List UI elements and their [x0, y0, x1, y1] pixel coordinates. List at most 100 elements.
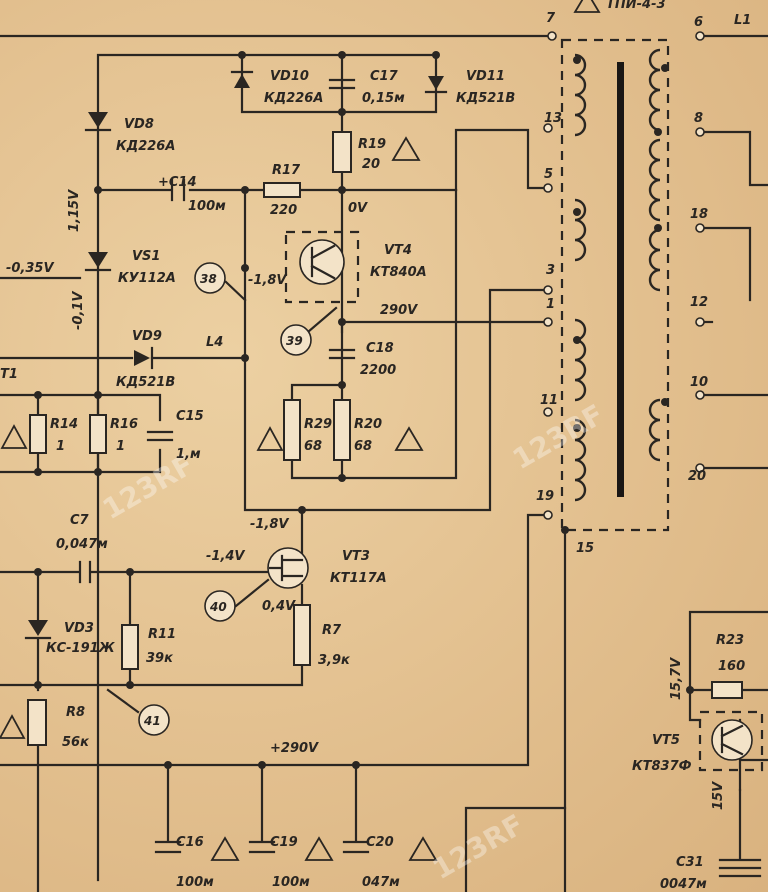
ref-l1: L1 — [734, 13, 751, 28]
warning-icon — [256, 426, 284, 451]
watermark-text-label: 123RF — [507, 398, 609, 476]
pins-p13-label: 13 — [544, 111, 562, 126]
labels-c20_val-label: 047м — [362, 875, 400, 890]
labels-r19-label: R19 — [358, 137, 386, 152]
pins-p3-label: 3 — [546, 263, 555, 278]
warning-icon — [408, 836, 438, 861]
labels-v157-label: 15,7V — [669, 657, 684, 700]
transformer-tpi — [560, 38, 670, 532]
callouts-c38-label: 38 — [200, 272, 217, 286]
labels-vt5_type-label: КТ837Ф — [632, 759, 692, 774]
labels-c15-label: C15 — [176, 409, 204, 424]
pins-p10-label: 10 — [690, 375, 708, 390]
junction-dots — [34, 51, 694, 769]
transformer-title: ТПИ-4-3 — [606, 0, 666, 12]
labels-r7_val-label: 3,9к — [318, 653, 351, 668]
watermark-text-label: 123RF — [427, 808, 529, 886]
labels-vm01-label: -0,1V — [71, 291, 86, 330]
labels-r11-label: R11 — [148, 627, 176, 642]
pins-p7-label: 7 — [546, 11, 556, 26]
labels-c14-label: +C14 — [158, 175, 197, 190]
callouts-c40-label: 40 — [209, 600, 227, 614]
labels-c7-label: C7 — [70, 513, 90, 528]
labels-vd3-label: VD3 — [64, 621, 94, 636]
labels-t1-label: T1 — [0, 367, 18, 382]
labels-vt3-label: VT3 — [342, 549, 370, 564]
labels-c16-label: C16 — [176, 835, 204, 850]
labels-v290-label: 290V — [380, 303, 418, 318]
labels-vs1_type-label: КУ112А — [118, 271, 176, 286]
warning-triangles — [0, 0, 601, 861]
pins-p15-label: 15 — [576, 541, 594, 556]
warning-icon — [304, 836, 334, 861]
pins-p18-label: 18 — [690, 207, 708, 222]
warning-icon — [394, 426, 424, 451]
warning-icon — [573, 0, 601, 13]
labels-c19-label: C19 — [270, 835, 298, 850]
labels-vs1-label: VS1 — [132, 249, 160, 264]
pins-p19-label: 19 — [536, 489, 554, 504]
labels-r17-label: R17 — [272, 163, 301, 178]
labels-r23_val-label: 160 — [718, 659, 745, 674]
warning-icon — [391, 136, 421, 161]
labels-vm18-label: -1,8V — [248, 273, 287, 288]
components — [24, 70, 764, 878]
pins-p6-label: 6 — [694, 15, 703, 30]
labels-c19_val-label: 100м — [272, 875, 310, 890]
labels-r23-label: R23 — [716, 633, 744, 648]
pins-p1-label: 1 — [546, 297, 555, 312]
pins-p8-label: 8 — [694, 111, 703, 126]
labels-c17-label: C17 — [370, 69, 399, 84]
pins-p11-label: 11 — [540, 393, 558, 408]
labels-r14_val-label: 1 — [56, 439, 65, 454]
labels-r29_val-label: 68 — [304, 439, 322, 454]
labels-ov-label: 0V — [348, 201, 368, 216]
labels-r19_val-label: 20 — [362, 157, 380, 172]
callouts-c41-label: 41 — [143, 714, 161, 728]
pins-p20-label: 20 — [688, 469, 706, 484]
labels-vt3_type-label: КТ117А — [330, 571, 387, 586]
labels-c18_val-label: 2200 — [360, 363, 396, 378]
labels-r16-label: R16 — [110, 417, 138, 432]
labels-vd10-label: VD10 — [270, 69, 309, 84]
labels-l4-label: L4 — [206, 335, 223, 350]
labels-vd3_type-label: КС-191Ж — [46, 641, 116, 656]
labels-v115-label: 1,15V — [67, 189, 82, 232]
labels-r8_val-label: 56к — [62, 735, 90, 750]
labels-r20_val-label: 68 — [354, 439, 372, 454]
labels-r17_val-label: 220 — [270, 203, 297, 218]
labels-r20-label: R20 — [354, 417, 382, 432]
warning-icon — [0, 714, 26, 739]
labels-vd11_type-label: КД521В — [456, 91, 515, 106]
labels-c17_val-label: 0,15м — [362, 91, 405, 106]
callouts-c39-label: 39 — [286, 334, 303, 348]
labels-r11_val-label: 39к — [146, 651, 174, 666]
labels-vt5-label: VT5 — [652, 733, 680, 748]
labels-vm18b-label: -1,8V — [250, 517, 289, 532]
labels-vd10_type-label: КД226А — [264, 91, 323, 106]
labels-r7-label: R7 — [322, 623, 342, 638]
labels-c31-label: C31 — [676, 855, 704, 870]
warning-icon — [210, 836, 240, 861]
labels-c14_val-label: 100м — [188, 199, 226, 214]
labels-c31_val-label: 0047м — [660, 877, 707, 892]
labels-c20-label: C20 — [366, 835, 394, 850]
labels-r16_val-label: 1 — [116, 439, 125, 454]
labels-r29-label: R29 — [304, 417, 332, 432]
labels-vd9-label: VD9 — [132, 329, 162, 344]
labels-vd8_type-label: КД226А — [116, 139, 175, 154]
labels-c18-label: C18 — [366, 341, 394, 356]
labels-c7_val-label: 0,047м — [56, 537, 108, 552]
labels-c16_val-label: 100м — [176, 875, 214, 890]
labels-vm035-label: -0,35V — [6, 261, 54, 276]
labels-r14-label: R14 — [50, 417, 78, 432]
labels: ТПИ-4-3 L1 7 13 5 3 1 11 19 15 6 8 18 12… — [0, 0, 751, 892]
labels-v04-label: 0,4V — [262, 599, 296, 614]
terminals — [543, 31, 705, 520]
labels-vd8-label: VD8 — [124, 117, 154, 132]
labels-vt4-label: VT4 — [384, 243, 412, 258]
labels-vd9_type-label: КД521В — [116, 375, 175, 390]
labels-c15_val-label: 1,м — [176, 447, 201, 462]
